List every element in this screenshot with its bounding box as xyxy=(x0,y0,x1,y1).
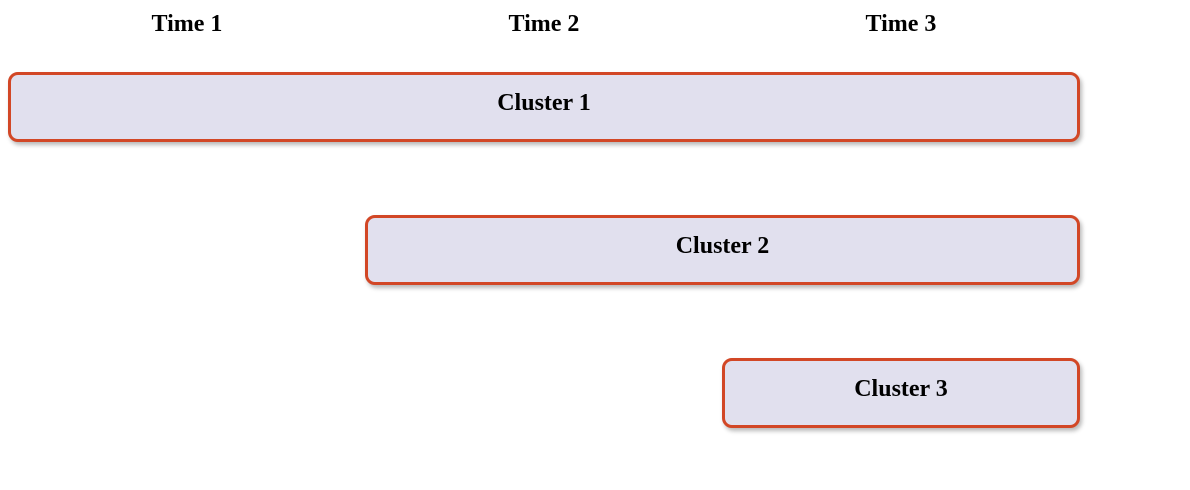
cluster-box-2: Cluster 2 xyxy=(365,215,1080,285)
cluster-label-2: Cluster 2 xyxy=(675,233,770,259)
cluster-label-1: Cluster 1 xyxy=(497,90,591,116)
cluster-label-3: Cluster 3 xyxy=(854,376,948,402)
cluster-box-3: Cluster 3 xyxy=(722,358,1080,428)
time-label-2: Time 2 xyxy=(508,11,580,37)
time-label-1: Time 1 xyxy=(151,11,223,37)
cluster-box-1: Cluster 1 xyxy=(8,72,1080,142)
time-label-3: Time 3 xyxy=(865,11,937,37)
